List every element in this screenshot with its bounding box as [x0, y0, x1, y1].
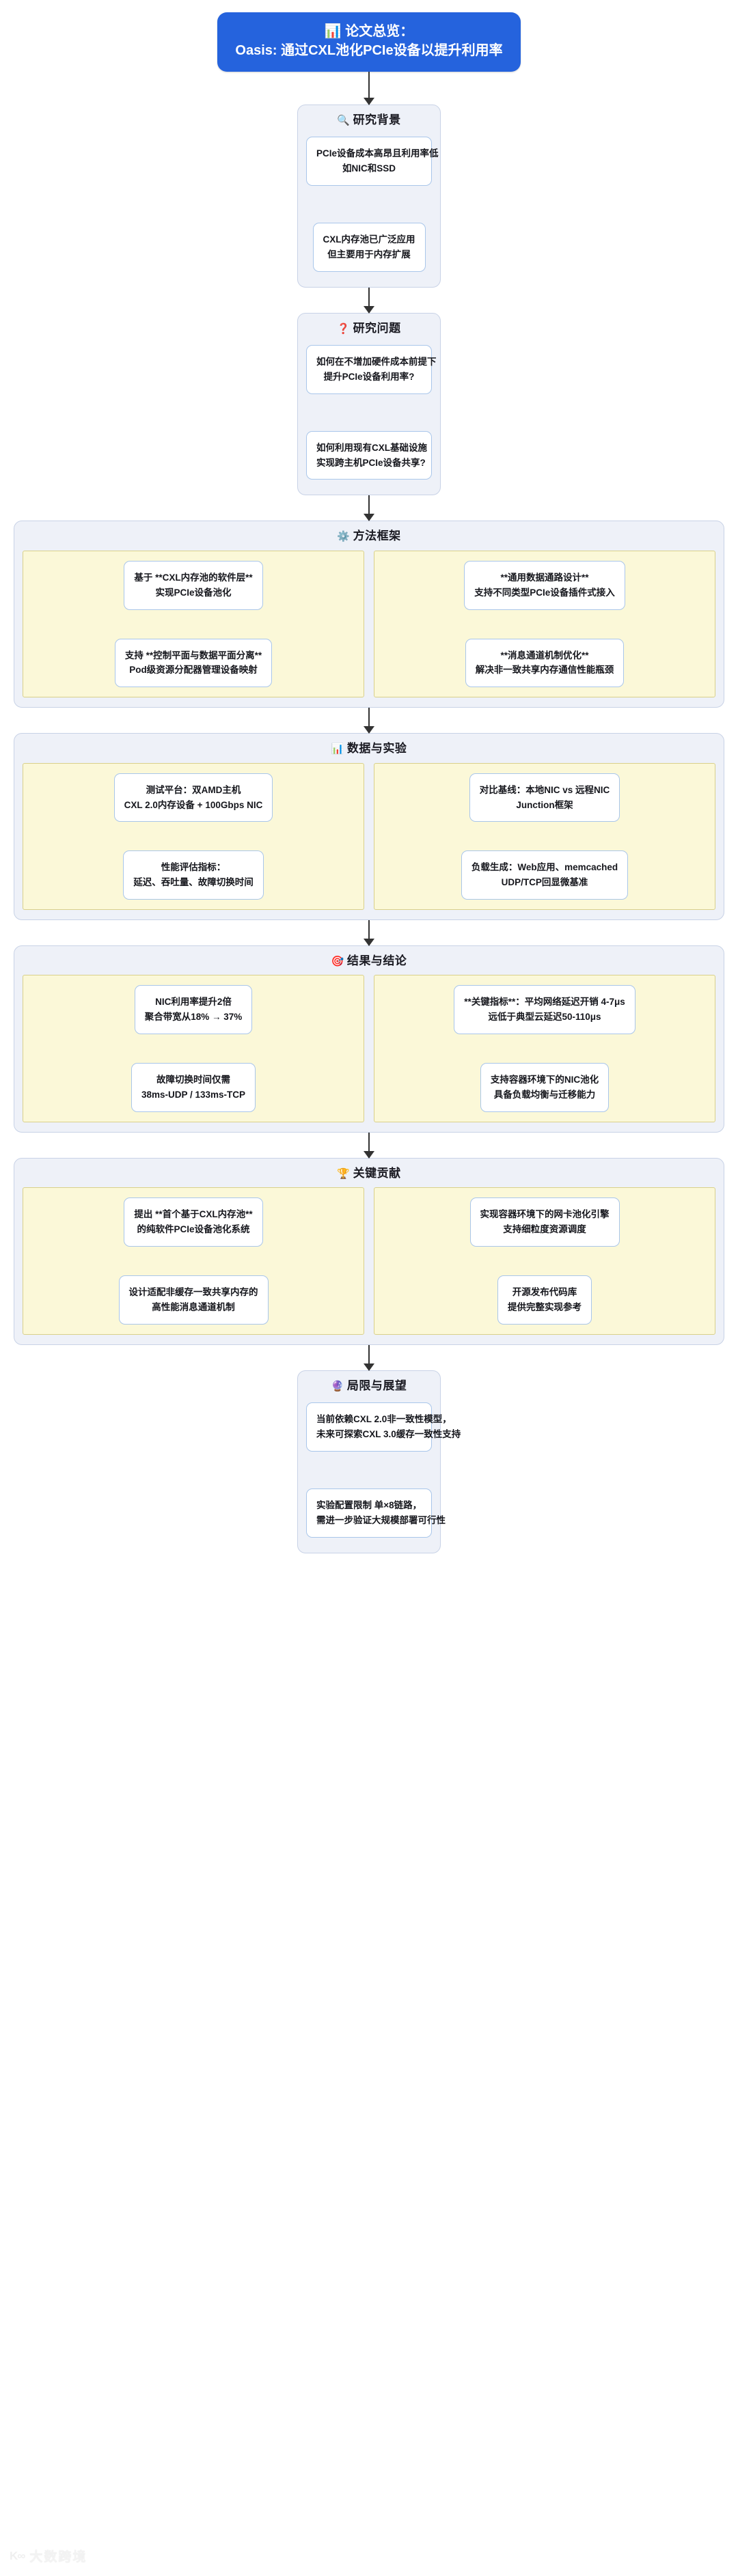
info-card: 如何在不增加硬件成本前提下 提升PCIe设备利用率? [306, 345, 437, 394]
experiments-column-right: 对比基线：本地NIC vs 远程NIC Junction框架 负载生成：Web应… [374, 762, 715, 911]
info-card: **消息通道机制优化** 解决非一致共享内存通信性能瓶颈 [465, 638, 625, 688]
info-card: 性能评估指标： 延迟、吞吐量、故障切换时间 [123, 850, 264, 900]
info-card: **关键指标**：平均网络延迟开销 4-7μs 远低于典型云延迟50-110μs [454, 985, 636, 1035]
connector-arrow-1 [368, 71, 370, 105]
title-line-2: Oasis: 通过CXL池化PCIe设备以提升利用率 [235, 43, 503, 59]
method-column-left: 基于 **CXL内存池的软件层** 实现PCIe设备池化 支持 **控制平面与数… [23, 550, 364, 698]
results-column-left: NIC利用率提升2倍 聚合带宽从18% → 37% 故障切换时间仅需 38ms-… [23, 975, 364, 1122]
contributions-column-left: 提出 **首个基于CXL内存池** 的纯软件PCIe设备池化系统 设计适配非缓存… [23, 1187, 364, 1335]
target-icon: 🎯 [331, 956, 344, 968]
section-data-experiments-title: 📊数据与实验 [331, 742, 407, 756]
watermark-logo-icon: K∞ [10, 2549, 25, 2562]
section-limitations-outlook-cards: 当前依赖CXL 2.0非一致性模型， 未来可探索CXL 3.0缓存一致性支持 实… [306, 1400, 461, 1542]
info-card: 实验配置限制 单×8链路， 需进一步验证大规模部署可行性 [306, 1488, 446, 1538]
info-card: 支持 **控制平面与数据平面分离** Pod级资源分配器管理设备映射 [114, 638, 273, 688]
crystal-ball-icon: 🔮 [331, 1380, 344, 1392]
info-card: 如何利用现有CXL基础设施 实现跨主机PCIe设备共享? [306, 430, 432, 480]
magnifier-icon: 🔍 [337, 114, 351, 126]
info-card: 基于 **CXL内存池的软件层** 实现PCIe设备池化 [124, 560, 263, 610]
gear-icon: ⚙️ [337, 531, 351, 543]
method-column-right: **通用数据通路设计** 支持不同类型PCIe设备插件式接入 **消息通道机制优… [374, 550, 715, 698]
section-data-experiments: 📊数据与实验 测试平台：双AMD主机 CXL 2.0内存设备 + 100Gbps… [14, 733, 724, 921]
connector-arrow-5 [368, 920, 370, 946]
info-card: 支持容器环境下的NIC池化 具备负载均衡与迁移能力 [480, 1063, 610, 1112]
info-card: 负载生成：Web应用、memcached UDP/TCP回显微基准 [461, 850, 629, 900]
info-card: 故障切换时间仅需 38ms-UDP / 133ms-TCP [131, 1063, 256, 1112]
experiments-column-left: 测试平台：双AMD主机 CXL 2.0内存设备 + 100Gbps NIC 性能… [23, 762, 364, 911]
section-limitations-outlook: 🔮局限与展望 当前依赖CXL 2.0非一致性模型， 未来可探索CXL 3.0缓存… [297, 1370, 461, 1553]
info-card: 提出 **首个基于CXL内存池** 的纯软件PCIe设备池化系统 [124, 1197, 263, 1247]
connector-arrow-4 [368, 708, 370, 734]
info-card: NIC利用率提升2倍 聚合带宽从18% → 37% [134, 985, 253, 1035]
question-mark-icon: ❓ [337, 322, 351, 335]
section-key-contributions-columns: 提出 **首个基于CXL内存池** 的纯软件PCIe设备池化系统 设计适配非缓存… [23, 1187, 715, 1335]
info-card: 当前依赖CXL 2.0非一致性模型， 未来可探索CXL 3.0缓存一致性支持 [306, 1402, 461, 1452]
section-results-conclusions: 🎯结果与结论 NIC利用率提升2倍 聚合带宽从18% → 37% 故障切换时间仅… [14, 945, 724, 1133]
section-data-experiments-columns: 测试平台：双AMD主机 CXL 2.0内存设备 + 100Gbps NIC 性能… [23, 762, 715, 911]
section-research-questions-cards: 如何在不增加硬件成本前提下 提升PCIe设备利用率? 如何利用现有CXL基础设施… [306, 342, 437, 485]
section-research-questions: ❓研究问题 如何在不增加硬件成本前提下 提升PCIe设备利用率? 如何利用现有C… [297, 312, 441, 496]
section-results-conclusions-columns: NIC利用率提升2倍 聚合带宽从18% → 37% 故障切换时间仅需 38ms-… [23, 975, 715, 1122]
trophy-icon: 🏆 [337, 1167, 351, 1180]
info-card: **通用数据通路设计** 支持不同类型PCIe设备插件式接入 [464, 560, 625, 610]
info-card: 测试平台：双AMD主机 CXL 2.0内存设备 + 100Gbps NIC [113, 773, 273, 822]
watermark: K∞ 大数跨境 [10, 2547, 87, 2565]
connector-arrow-3 [368, 495, 370, 521]
connector-arrow-2 [368, 287, 370, 313]
section-method-framework-title: ⚙️方法框架 [337, 529, 401, 543]
connector-arrow-7 [368, 1344, 370, 1370]
info-card: 实现容器环境下的网卡池化引擎 支持细粒度资源调度 [469, 1197, 620, 1247]
section-background: 🔍研究背景 PCIe设备成本高昂且利用率低 如NIC和SSD CXL内存池已广泛… [297, 104, 441, 288]
section-results-conclusions-title: 🎯结果与结论 [331, 954, 407, 968]
section-background-title: 🔍研究背景 [337, 113, 401, 126]
section-method-framework-columns: 基于 **CXL内存池的软件层** 实现PCIe设备池化 支持 **控制平面与数… [23, 550, 715, 698]
results-column-right: **关键指标**：平均网络延迟开销 4-7μs 远低于典型云延迟50-110μs… [374, 975, 715, 1122]
bar-chart-icon: 📊 [331, 743, 344, 756]
section-key-contributions: 🏆关键贡献 提出 **首个基于CXL内存池** 的纯软件PCIe设备池化系统 设… [14, 1157, 724, 1345]
paper-overview-title-card: 📊 论文总览： Oasis: 通过CXL池化PCIe设备以提升利用率 [217, 12, 521, 72]
section-background-cards: PCIe设备成本高昂且利用率低 如NIC和SSD CXL内存池已广泛应用 但主要… [306, 134, 439, 277]
info-card: PCIe设备成本高昂且利用率低 如NIC和SSD [306, 137, 439, 186]
info-card: 开源发布代码库 提供完整实现参考 [497, 1275, 592, 1325]
watermark-text: 大数跨境 [29, 2550, 87, 2564]
info-card: 设计适配非缓存一致共享内存的 高性能消息通道机制 [118, 1275, 269, 1325]
section-key-contributions-title: 🏆关键贡献 [337, 1166, 401, 1180]
contributions-column-right: 实现容器环境下的网卡池化引擎 支持细粒度资源调度 开源发布代码库 提供完整实现参… [374, 1187, 715, 1335]
connector-arrow-6 [368, 1132, 370, 1158]
section-research-questions-title: ❓研究问题 [337, 321, 401, 335]
info-card: CXL内存池已广泛应用 但主要用于内存扩展 [312, 222, 426, 272]
section-method-framework: ⚙️方法框架 基于 **CXL内存池的软件层** 实现PCIe设备池化 支持 *… [14, 521, 724, 708]
section-limitations-outlook-title: 🔮局限与展望 [331, 1379, 407, 1392]
info-card: 对比基线：本地NIC vs 远程NIC Junction框架 [469, 773, 620, 822]
title-line-1: 📊 论文总览： [324, 24, 414, 39]
